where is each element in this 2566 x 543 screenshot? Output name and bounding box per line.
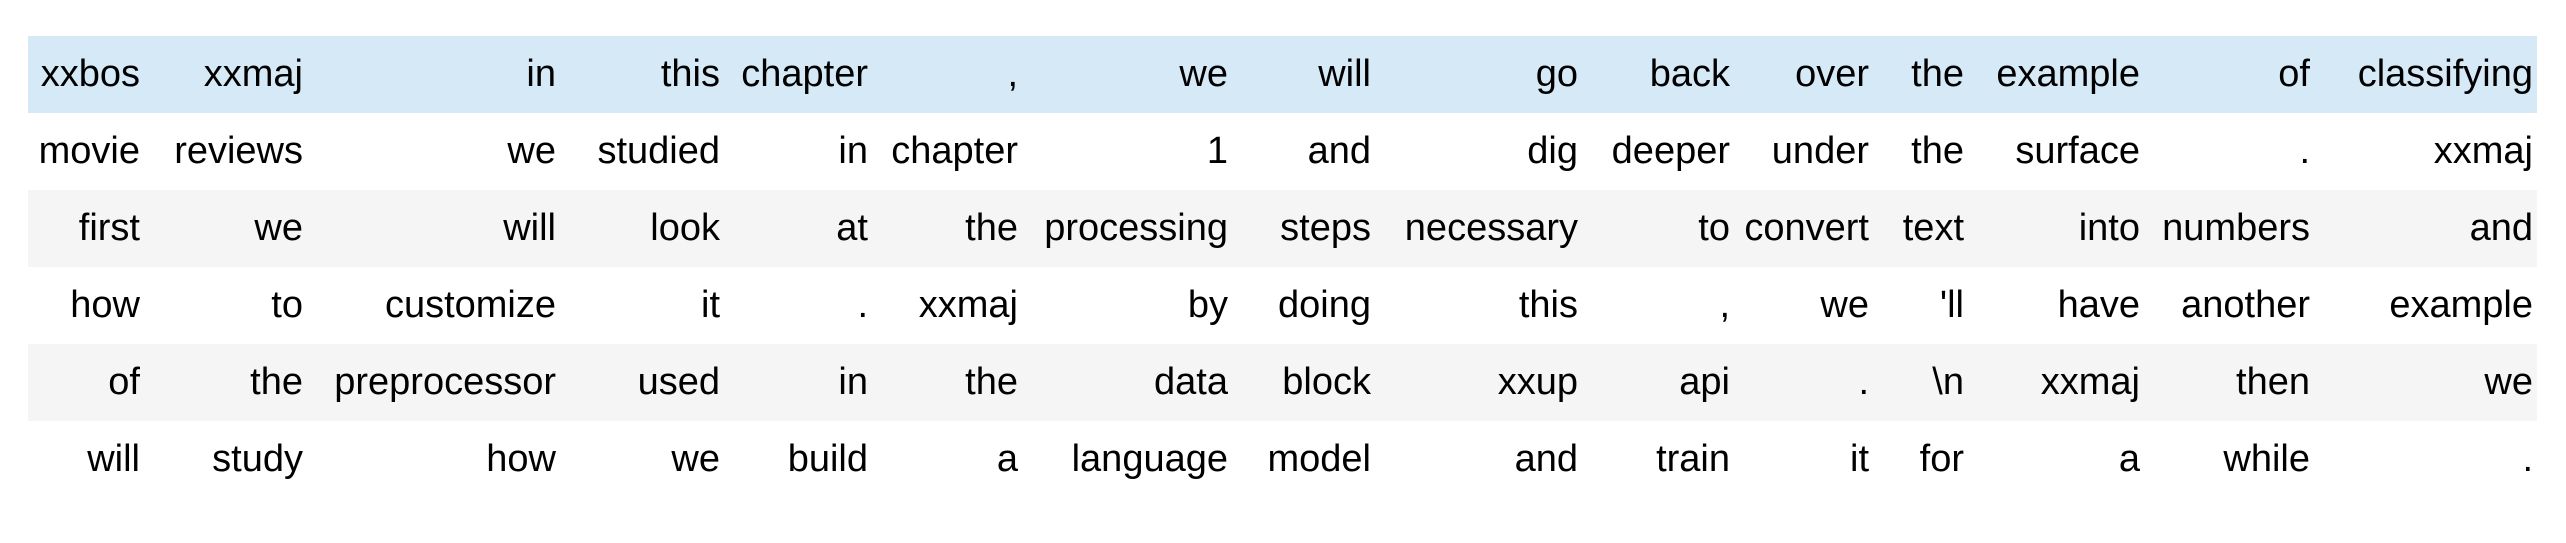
table-row: of the preprocessor used in the data block xxup a… [28, 344, 2537, 421]
token-cell: xxmaj [2433, 130, 2533, 172]
table-row: xxbos xxmaj in this chapter, we will go back over… [28, 36, 2537, 113]
token-cell: look [650, 207, 720, 249]
token-cell: used [637, 361, 720, 403]
token-cell: customize [384, 284, 556, 326]
token-cell: in [526, 53, 556, 95]
token-cell: how [486, 438, 556, 480]
token-cell: studied [597, 130, 720, 172]
token-cell: first [78, 207, 140, 249]
token-cell: surface [2015, 130, 2140, 172]
token-cell: 1 [1206, 130, 1228, 172]
token-cell: language [1071, 438, 1228, 480]
token-cell: text [1902, 207, 1964, 249]
token-cell: block [1282, 361, 1371, 403]
token-cell: . [1858, 361, 1869, 403]
token-cell: study [212, 438, 303, 480]
token-cell: example [1996, 53, 2140, 95]
token-cell: steps [1280, 207, 1371, 249]
token-cell: will [503, 207, 556, 249]
token-cell: build [787, 438, 868, 480]
token-cell: we [1179, 53, 1228, 95]
table-row: first we will look at the processing steps neces… [28, 190, 2537, 267]
token-cell: chapter [741, 53, 868, 95]
token-cell: how [70, 284, 140, 326]
token-cell: data [1154, 361, 1228, 403]
token-cell: back [1649, 53, 1730, 95]
token-cell: . [857, 284, 868, 326]
token-cell: api [1679, 361, 1730, 403]
token-cell: , [1719, 284, 1730, 326]
token-table-body: xxbos xxmaj in this chapter, we will go back over… [28, 36, 2537, 498]
token-cell: chapter [891, 130, 1018, 172]
token-cell: deeper [1611, 130, 1730, 172]
token-cell: for [1919, 438, 1964, 480]
tokenized-text-table-container: xxbos xxmaj in this chapter, we will go back over… [28, 36, 2537, 498]
token-cell: it [1850, 438, 1869, 480]
token-cell: dig [1527, 130, 1578, 172]
token-cell: over [1795, 53, 1869, 95]
token-cell: we [671, 438, 720, 480]
token-cell: under [1771, 130, 1869, 172]
token-cell: we [507, 130, 556, 172]
token-cell: go [1535, 53, 1578, 95]
token-cell: at [836, 207, 868, 249]
token-cell: convert [1744, 207, 1869, 249]
token-cell: classifying [2357, 53, 2533, 95]
token-cell: a [2118, 438, 2140, 480]
token-cell: in [838, 130, 868, 172]
token-cell: movie [38, 130, 140, 172]
token-cell: xxup [1497, 361, 1578, 403]
token-cell: a [996, 438, 1018, 480]
token-cell: to [1698, 207, 1730, 249]
token-cell: numbers [2162, 207, 2310, 249]
token-cell: will [87, 438, 140, 480]
token-cell: of [108, 361, 140, 403]
token-cell: processing [1044, 207, 1228, 249]
token-cell: will [1318, 53, 1371, 95]
token-cell: the [1911, 53, 1964, 95]
token-cell: it [701, 284, 720, 326]
token-cell: \n [1932, 361, 1964, 403]
token-cell: and [2469, 207, 2533, 249]
token-cell: xxmaj [203, 53, 303, 95]
token-cell: the [965, 361, 1018, 403]
token-cell: we [254, 207, 303, 249]
token-cell: xxmaj [2040, 361, 2140, 403]
token-cell: have [2057, 284, 2140, 326]
token-cell: we [2484, 361, 2533, 403]
table-row: how to customize it. xxmaj by doing this, we 'll h… [28, 267, 2537, 344]
token-cell: model [1267, 438, 1372, 480]
token-cell: reviews [174, 130, 303, 172]
token-cell: preprocessor [334, 361, 556, 403]
token-cell: doing [1278, 284, 1371, 326]
tokenized-text-table: xxbos xxmaj in this chapter, we will go back over… [28, 36, 2537, 498]
token-cell: and [1307, 130, 1371, 172]
token-cell: by [1187, 284, 1228, 326]
token-cell: this [1518, 284, 1578, 326]
token-cell: we [1820, 284, 1869, 326]
token-cell: in [838, 361, 868, 403]
token-cell: another [2181, 284, 2310, 326]
token-cell: of [2278, 53, 2310, 95]
token-cell: to [271, 284, 303, 326]
token-cell: then [2236, 361, 2310, 403]
token-cell: example [2389, 284, 2533, 326]
token-cell: 'll [1939, 284, 1964, 326]
token-cell: this [660, 53, 720, 95]
token-cell: while [2223, 438, 2310, 480]
token-cell: . [2299, 130, 2310, 172]
token-cell: xxmaj [918, 284, 1018, 326]
token-cell: train [1656, 438, 1730, 480]
token-cell: into [2078, 207, 2140, 249]
token-cell: xxbos [40, 53, 140, 95]
token-cell: . [2522, 438, 2533, 480]
token-cell: the [1911, 130, 1964, 172]
token-cell: necessary [1404, 207, 1578, 249]
table-row: will study how we build a language model and trai… [28, 421, 2537, 498]
token-cell: , [1007, 53, 1018, 95]
token-cell: the [250, 361, 303, 403]
token-cell: the [965, 207, 1018, 249]
token-cell: and [1514, 438, 1578, 480]
